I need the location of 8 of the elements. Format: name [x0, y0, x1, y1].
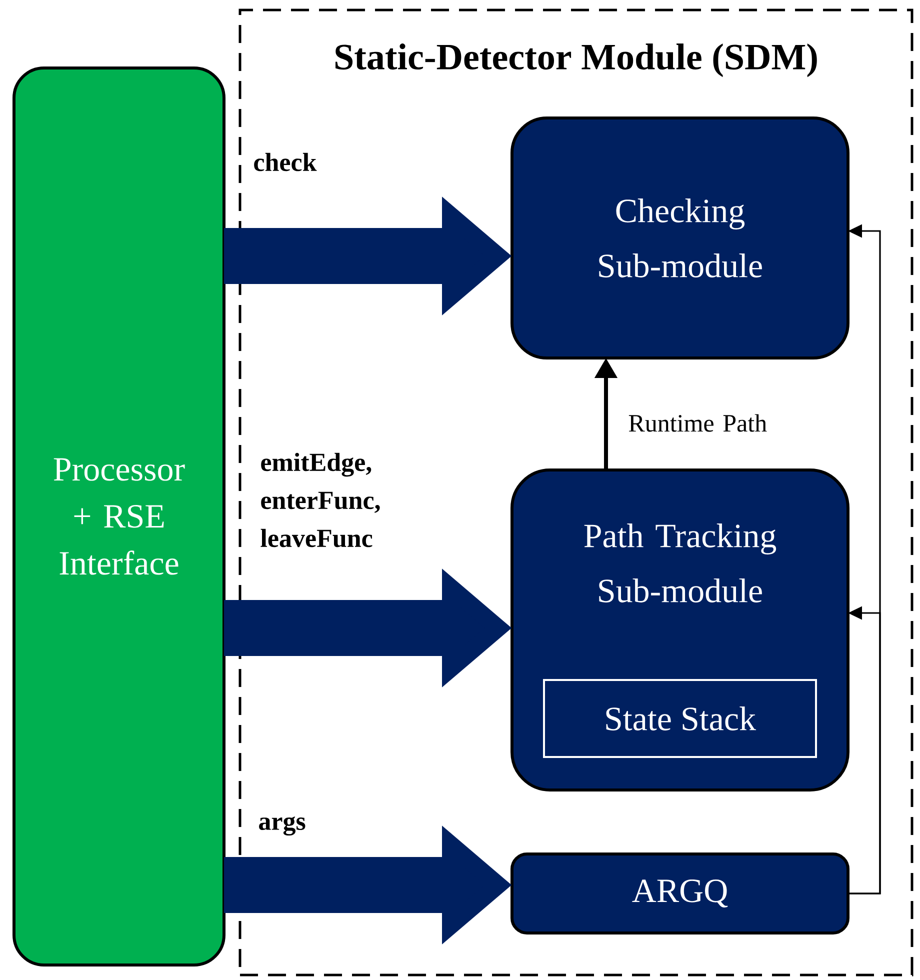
edge-label: emitEdge, enterFunc, leaveFunc	[260, 452, 380, 548]
edge-label: args	[259, 816, 306, 836]
queue-box: ARGQ	[510, 852, 850, 934]
submodule-box: Checking Sub-module	[510, 116, 850, 360]
edge-label: Runtime Path	[628, 414, 767, 432]
interface-box: Processor + RSE Interface	[12, 66, 226, 966]
edge-label: check	[254, 152, 317, 172]
stack-box: State Stack	[543, 679, 817, 758]
